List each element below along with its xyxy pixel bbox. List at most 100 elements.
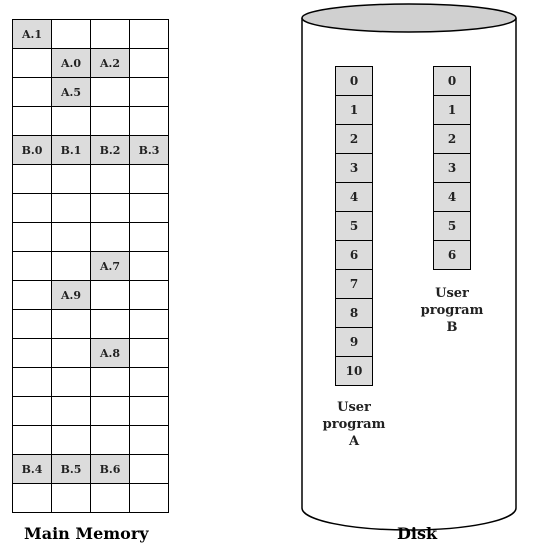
program-a-block: 9 (335, 328, 373, 357)
memory-page-frame-filled: A.0 (52, 49, 91, 78)
memory-page-frame-filled: B.4 (13, 455, 52, 484)
memory-page-frame-empty (13, 426, 52, 455)
program-a-block: 2 (335, 125, 373, 154)
memory-page-frame-empty (13, 223, 52, 252)
program-b-label-line: User (435, 286, 469, 301)
program-a-label-line: User (337, 400, 371, 415)
memory-page-frame-filled: B.3 (130, 136, 169, 165)
memory-page-frame-filled: A.8 (91, 339, 130, 368)
program-b-block: 1 (433, 96, 471, 125)
memory-page-frame-empty (13, 252, 52, 281)
memory-page-frame-empty (130, 78, 169, 107)
memory-page-frame-filled: B.1 (52, 136, 91, 165)
memory-page-frame-empty (130, 310, 169, 339)
memory-page-frame-empty (130, 194, 169, 223)
memory-page-frame-empty (52, 310, 91, 339)
program-a-label-line: A (348, 434, 360, 449)
memory-page-frame-empty (52, 165, 91, 194)
program-a-block: 1 (335, 96, 373, 125)
disk-caption: Disk (397, 524, 438, 543)
memory-page-frame-empty (91, 78, 130, 107)
memory-page-frame-empty (130, 281, 169, 310)
program-b-block: 6 (433, 241, 471, 270)
memory-page-frame-empty (13, 484, 52, 513)
program-a-label: User program A (314, 399, 394, 450)
memory-page-frame-empty (52, 426, 91, 455)
memory-page-frame-filled: A.9 (52, 281, 91, 310)
memory-page-frame-empty (91, 281, 130, 310)
memory-page-frame-empty (130, 49, 169, 78)
memory-page-frame-empty (13, 339, 52, 368)
program-a-label-line: program (322, 417, 386, 432)
program-a-block: 5 (335, 212, 373, 241)
memory-page-frame-empty (91, 426, 130, 455)
memory-page-frame-empty (91, 194, 130, 223)
memory-page-frame-empty (91, 397, 130, 426)
memory-page-frame-empty (91, 223, 130, 252)
memory-page-frame-empty (13, 397, 52, 426)
program-b-label: User program B (412, 285, 492, 336)
memory-page-frame-empty (52, 20, 91, 49)
program-a-block: 7 (335, 270, 373, 299)
memory-page-frame-empty (13, 165, 52, 194)
memory-page-frame-empty (52, 194, 91, 223)
memory-page-frame-empty (91, 484, 130, 513)
memory-page-frame-empty (91, 165, 130, 194)
memory-page-frame-empty (130, 455, 169, 484)
memory-page-frame-empty (13, 107, 52, 136)
memory-page-frame-empty (52, 223, 91, 252)
memory-page-frame-empty (52, 484, 91, 513)
program-b-block: 0 (433, 67, 471, 96)
memory-page-frame-empty (52, 107, 91, 136)
memory-page-frame-empty (130, 20, 169, 49)
memory-page-frame-empty (13, 281, 52, 310)
memory-page-frame-empty (13, 49, 52, 78)
memory-page-frame-filled: A.5 (52, 78, 91, 107)
memory-page-frame-empty (130, 223, 169, 252)
memory-page-frame-filled: B.5 (52, 455, 91, 484)
program-a-block: 3 (335, 154, 373, 183)
memory-page-frame-empty (52, 252, 91, 281)
memory-page-frame-filled: A.1 (13, 20, 52, 49)
program-a-block: 0 (335, 67, 373, 96)
memory-page-frame-empty (130, 107, 169, 136)
memory-page-frame-filled: A.2 (91, 49, 130, 78)
program-b-block: 2 (433, 125, 471, 154)
disk-top (301, 3, 517, 33)
memory-page-frame-empty (91, 368, 130, 397)
memory-page-frame-filled: B.0 (13, 136, 52, 165)
memory-page-frame-empty (130, 339, 169, 368)
memory-page-frame-empty (91, 20, 130, 49)
memory-page-frame-empty (13, 310, 52, 339)
memory-page-frame-empty (130, 252, 169, 281)
memory-page-frame-filled: A.7 (91, 252, 130, 281)
memory-page-frame-empty (130, 484, 169, 513)
memory-page-frame-empty (52, 368, 91, 397)
program-b-block: 4 (433, 183, 471, 212)
program-b-block: 3 (433, 154, 471, 183)
memory-page-frame-empty (91, 310, 130, 339)
memory-page-frame-empty (130, 397, 169, 426)
memory-page-frame-filled: B.2 (91, 136, 130, 165)
memory-page-frame-empty (130, 368, 169, 397)
memory-page-frame-empty (13, 78, 52, 107)
memory-page-frame-empty (130, 426, 169, 455)
program-a-block: 8 (335, 299, 373, 328)
program-a-block: 4 (335, 183, 373, 212)
program-b-label-line: program (420, 303, 484, 318)
main-memory-caption: Main Memory (24, 524, 149, 543)
memory-page-frame-empty (130, 165, 169, 194)
program-b-label-line: B (446, 320, 458, 335)
program-a-block: 6 (335, 241, 373, 270)
memory-page-frame-filled: B.6 (91, 455, 130, 484)
memory-page-frame-empty (13, 368, 52, 397)
memory-page-frame-empty (52, 397, 91, 426)
memory-page-frame-empty (91, 107, 130, 136)
program-b-block: 5 (433, 212, 471, 241)
program-a-block: 10 (335, 357, 373, 386)
memory-page-frame-empty (13, 194, 52, 223)
memory-page-frame-empty (52, 339, 91, 368)
